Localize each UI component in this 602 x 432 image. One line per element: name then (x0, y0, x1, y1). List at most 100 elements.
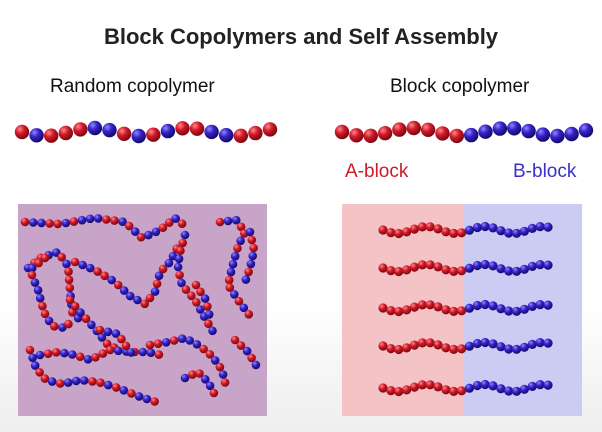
monomer-bead (133, 295, 142, 305)
monomer-bead (111, 329, 121, 338)
monomer-bead (433, 340, 443, 350)
monomer-bead (195, 369, 204, 378)
monomer-bead (251, 360, 261, 370)
monomer-bead (28, 218, 38, 227)
monomer-bead (205, 350, 215, 359)
monomer-bead (409, 340, 419, 350)
monomer-bead (543, 300, 553, 310)
monomer-bead (44, 316, 54, 326)
monomer-bead (208, 326, 217, 336)
monomer-bead (441, 343, 451, 353)
monomer-bead (394, 386, 404, 397)
random-copolymer-label: Random copolymer (50, 76, 215, 97)
monomer-bead (363, 128, 378, 143)
monomer-bead (234, 296, 244, 306)
aligned-block-chain (378, 221, 553, 239)
monomer-bead (196, 287, 205, 297)
monomer-bead (464, 303, 474, 313)
monomer-bead (511, 306, 522, 316)
random-chain (25, 345, 159, 406)
monomer-bead (27, 270, 37, 280)
monomer-bead (519, 342, 530, 352)
random-chain (230, 335, 261, 370)
monomer-bead (44, 128, 59, 143)
monomer-bead (233, 244, 242, 253)
monomer-bead (43, 349, 53, 359)
monomer-bead (449, 344, 459, 354)
monomer-bead (146, 348, 156, 358)
monomer-bead (236, 222, 246, 232)
monomer-bead (220, 378, 230, 387)
monomer-bead (87, 120, 103, 136)
monomer-bead (57, 252, 66, 262)
monomer-bead (504, 228, 514, 238)
monomer-bead (417, 380, 427, 390)
monomer-bead (406, 120, 421, 136)
monomer-bead (78, 260, 87, 270)
monomer-bead (425, 338, 435, 348)
monomer-bead (145, 340, 155, 350)
monomer-bead (441, 227, 451, 237)
monomer-bead (181, 285, 191, 294)
monomer-bead (85, 263, 95, 273)
monomer-bead (527, 261, 537, 271)
monomer-bead (177, 219, 187, 228)
monomer-bead (117, 334, 126, 344)
monomer-bead (435, 126, 450, 141)
monomer-bead (334, 124, 350, 140)
monomer-bead (62, 259, 71, 269)
monomer-bead (30, 278, 40, 287)
monomer-bead (177, 334, 187, 344)
block-copolymer-chain (334, 120, 594, 144)
monomer-bead (480, 299, 490, 310)
monomer-bead (386, 386, 396, 396)
monomer-bead (204, 319, 213, 329)
monomer-bead (100, 271, 109, 281)
monomer-bead (113, 280, 123, 290)
monomer-bead (64, 319, 73, 329)
monomer-bead (150, 397, 159, 406)
monomer-bead (191, 280, 201, 290)
monomer-bead (210, 356, 220, 365)
monomer-bead (511, 266, 522, 276)
random-chain (180, 369, 219, 398)
monomer-bead (409, 302, 419, 312)
monomer-bead (76, 308, 85, 317)
monomer-bead (103, 327, 113, 337)
monomer-bead (119, 386, 129, 395)
monomer-bead (472, 380, 482, 391)
monomer-bead (219, 128, 234, 143)
monomer-bead (457, 344, 467, 354)
monomer-bead (138, 347, 148, 357)
monomer-bead (40, 309, 50, 319)
monomer-bead (196, 305, 205, 314)
monomer-bead (35, 350, 45, 360)
monomer-bead (433, 382, 443, 392)
monomer-bead (58, 125, 73, 141)
monomer-bead (441, 265, 451, 275)
monomer-bead (378, 341, 388, 351)
monomer-bead (402, 385, 412, 395)
monomer-bead (543, 222, 553, 232)
monomer-bead (14, 124, 30, 140)
monomer-bead (504, 306, 514, 316)
monomer-bead (97, 333, 107, 342)
monomer-bead (527, 223, 537, 233)
monomer-bead (85, 214, 95, 224)
monomer-bead (105, 345, 115, 355)
monomer-bead (504, 266, 514, 276)
monomer-bead (171, 214, 180, 223)
monomer-bead (71, 376, 81, 386)
monomer-bead (37, 218, 46, 228)
monomer-bead (154, 271, 164, 281)
monomer-bead (521, 123, 536, 139)
monomer-bead (433, 302, 443, 312)
monomer-bead (457, 228, 467, 238)
monomer-bead (204, 310, 214, 319)
monomer-bead (457, 266, 467, 276)
monomer-bead (180, 230, 190, 240)
monomer-bead (402, 305, 412, 315)
monomer-bead (192, 298, 201, 307)
monomer-bead (33, 285, 43, 295)
monomer-bead (173, 262, 183, 272)
